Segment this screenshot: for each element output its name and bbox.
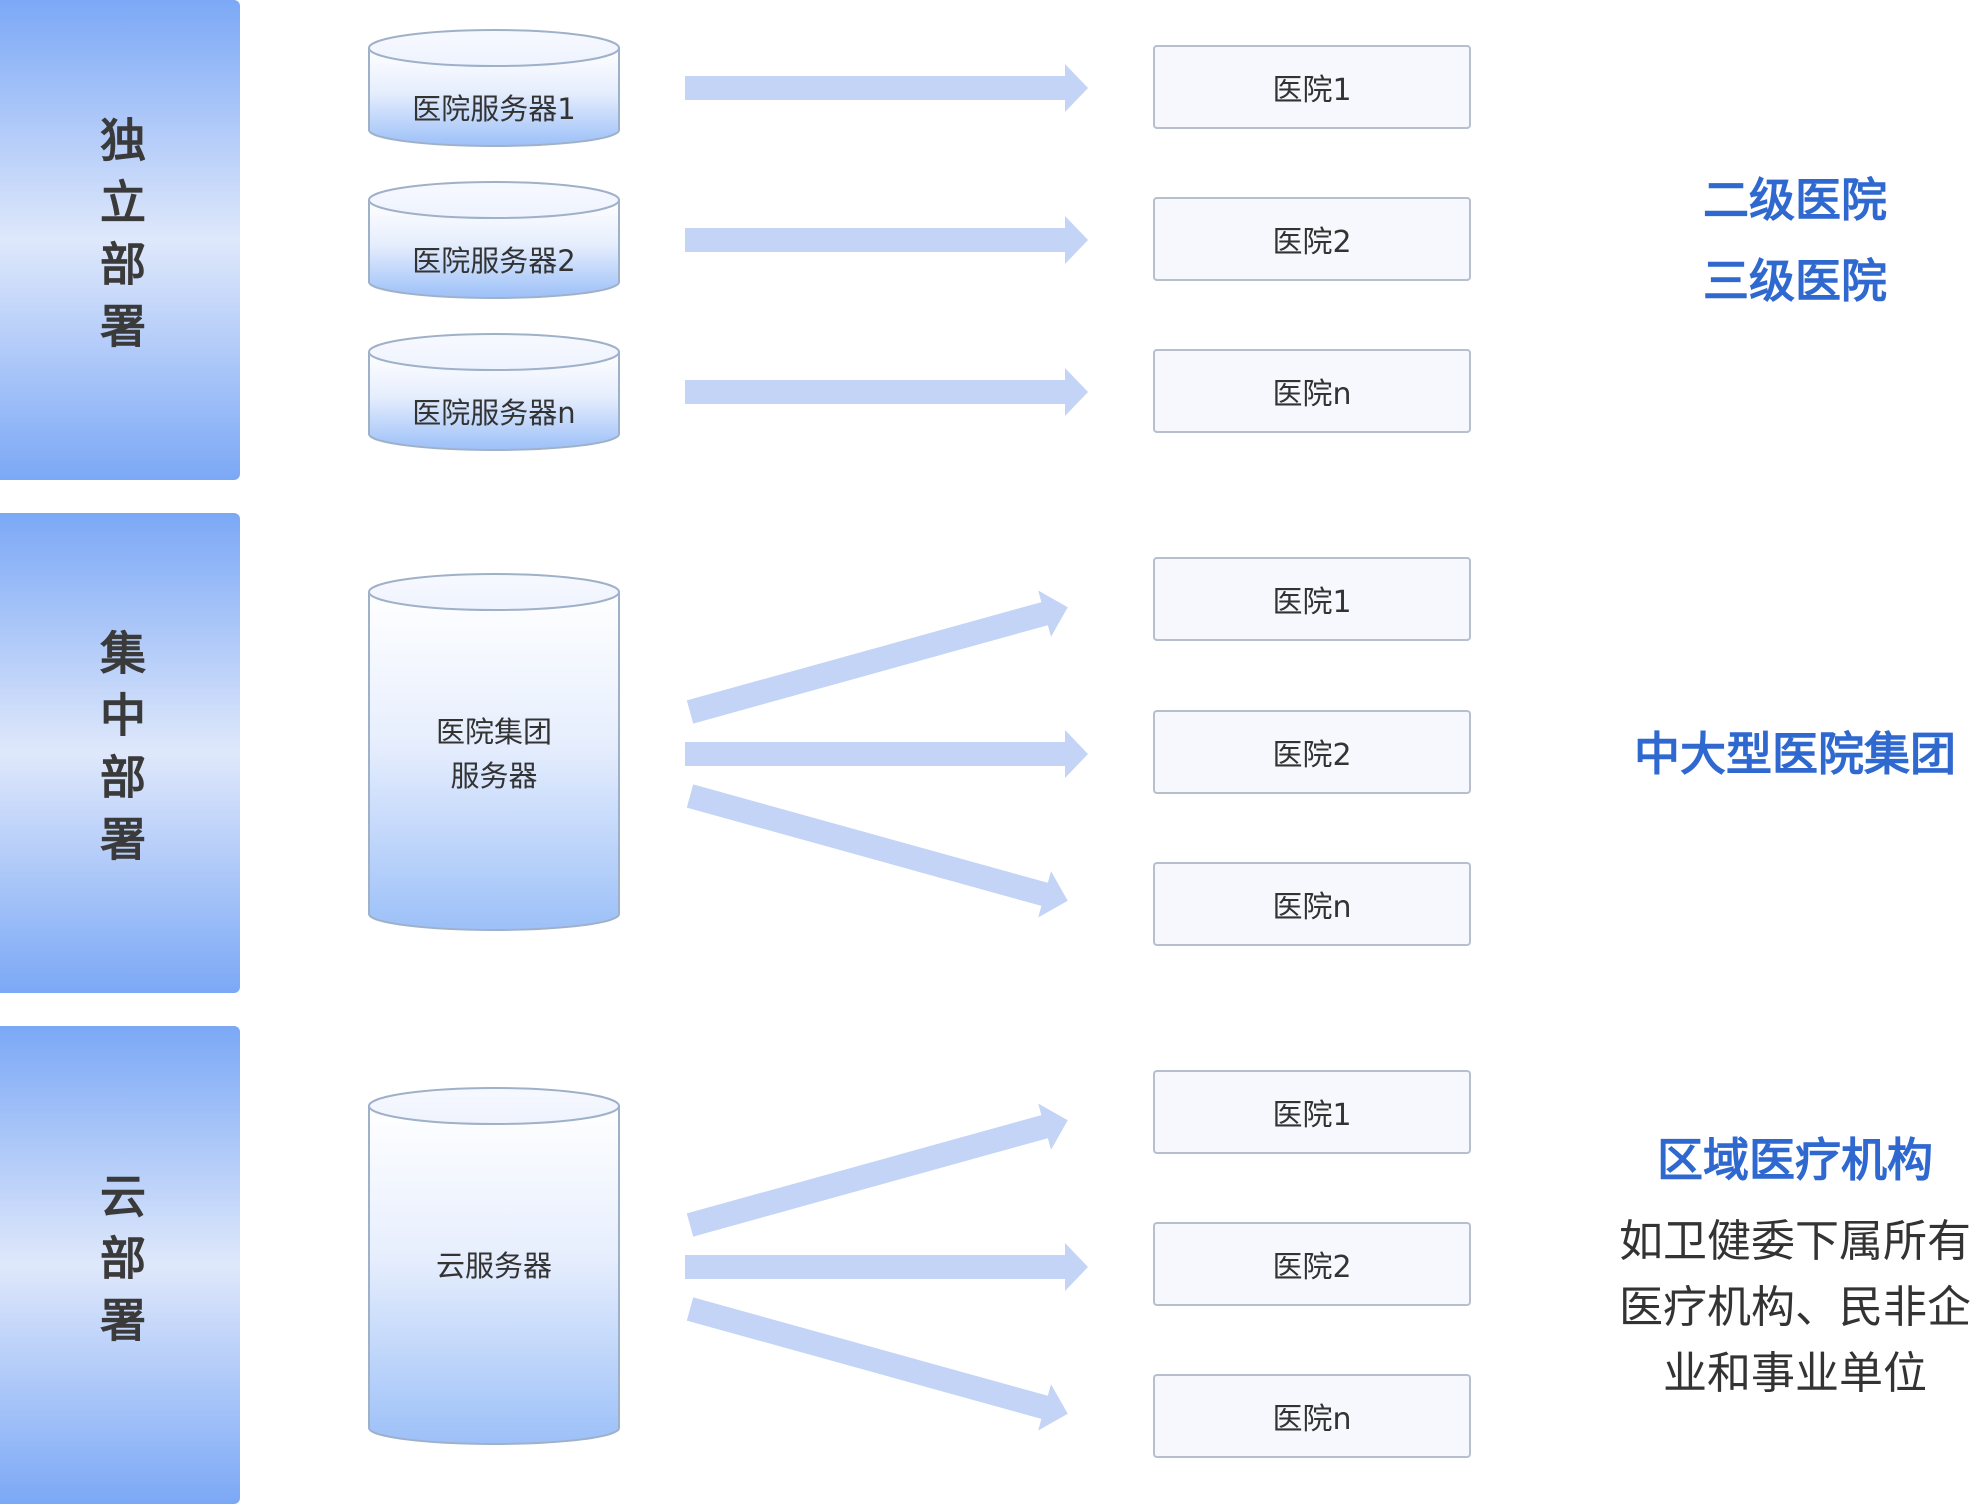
arrow-group-hospitaln bbox=[686, 784, 1068, 918]
category-description-line-3: 业和事业单位 bbox=[1663, 1348, 1927, 1399]
hospital-box-2: 医院2 bbox=[1153, 1222, 1471, 1306]
arrow-cloud-hospitaln bbox=[686, 1297, 1068, 1431]
arrow-cloud-hospital2 bbox=[685, 1243, 1088, 1291]
arrow-cloud-hospital1 bbox=[686, 1103, 1068, 1237]
server-label: 医院服务器2 bbox=[412, 244, 575, 278]
category-regional-medical: 区域医疗机构 bbox=[1657, 1133, 1933, 1187]
arrow-group-hospital1 bbox=[686, 590, 1068, 724]
hospital-box-n: 医院n bbox=[1153, 862, 1471, 946]
section-label-text: 独立部署 bbox=[93, 116, 147, 364]
server-label-line-1: 医院集团 bbox=[436, 715, 552, 749]
arrow-servern-hospitaln bbox=[685, 368, 1088, 416]
server-cylinder-n: 医院服务器n bbox=[368, 333, 620, 451]
group-server-cylinder: 医院集团 服务器 bbox=[368, 573, 620, 931]
arrow-server2-hospital2 bbox=[685, 216, 1088, 264]
hospital-box-2: 医院2 bbox=[1153, 197, 1471, 281]
category-description-line-2: 医疗机构、民非企 bbox=[1619, 1282, 1971, 1333]
arrow-group-hospital2 bbox=[685, 730, 1088, 778]
section-label-cloud: 云部署 bbox=[0, 1026, 240, 1504]
category-secondary-hospital: 二级医院 bbox=[1703, 173, 1887, 227]
section-label-text: 云部署 bbox=[93, 1172, 147, 1358]
hospital-box-1: 医院1 bbox=[1153, 1070, 1471, 1154]
server-label: 医院服务器1 bbox=[412, 92, 575, 126]
category-description-line-1: 如卫健委下属所有 bbox=[1619, 1216, 1971, 1267]
server-cylinder-1: 医院服务器1 bbox=[368, 29, 620, 147]
hospital-box-n: 医院n bbox=[1153, 349, 1471, 433]
section-label-text: 集中部署 bbox=[93, 629, 147, 877]
category-hospital-group: 中大型医院集团 bbox=[1634, 727, 1956, 781]
section-label-centralized: 集中部署 bbox=[0, 513, 240, 993]
server-label: 云服务器 bbox=[436, 1249, 552, 1283]
cloud-server-cylinder: 云服务器 bbox=[368, 1087, 620, 1445]
server-label-line-2: 服务器 bbox=[450, 759, 537, 793]
hospital-box-1: 医院1 bbox=[1153, 557, 1471, 641]
hospital-box-n: 医院n bbox=[1153, 1374, 1471, 1458]
server-label: 医院服务器n bbox=[412, 396, 575, 430]
category-tertiary-hospital: 三级医院 bbox=[1703, 254, 1887, 308]
arrow-server1-hospital1 bbox=[685, 64, 1088, 112]
server-cylinder-2: 医院服务器2 bbox=[368, 181, 620, 299]
hospital-box-2: 医院2 bbox=[1153, 710, 1471, 794]
section-label-standalone: 独立部署 bbox=[0, 0, 240, 480]
hospital-box-1: 医院1 bbox=[1153, 45, 1471, 129]
